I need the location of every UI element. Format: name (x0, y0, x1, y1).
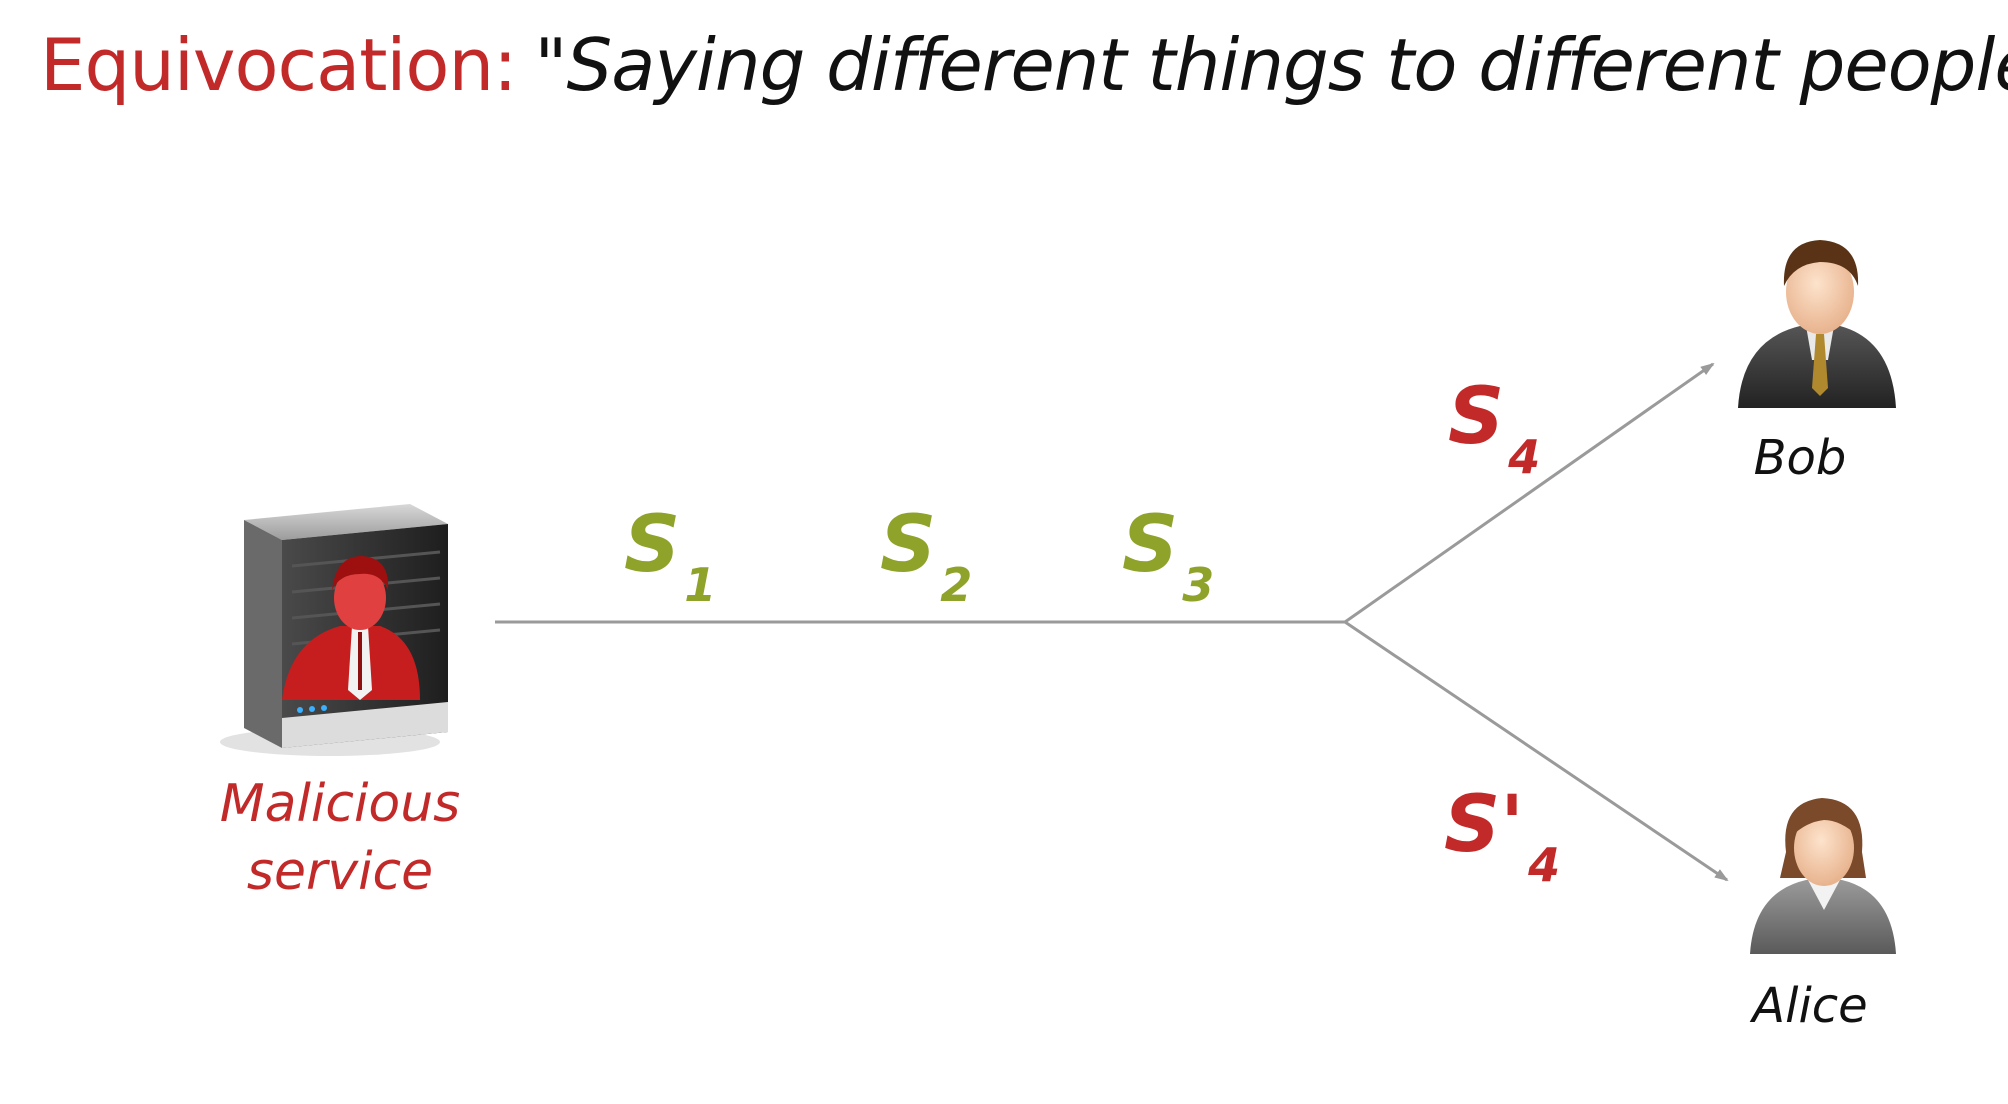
malicious-service-label-line1: Malicious (219, 774, 461, 834)
message-s4-letter: S (1448, 372, 1505, 462)
branch-to-alice-arrow (1344, 620, 1729, 882)
message-s1-letter: S (624, 500, 681, 590)
message-s3: S3 (1122, 500, 1214, 612)
message-s4-subscript: 4 (1508, 430, 1541, 484)
malicious-service-label: Malicious service (190, 770, 490, 906)
title-term: Equivocation: (40, 23, 517, 107)
malicious-server-icon (220, 504, 448, 756)
message-s2-subscript: 2 (940, 558, 973, 612)
alice-label: Alice (1752, 978, 1868, 1034)
female-user-icon (1750, 798, 1896, 954)
message-s1-subscript: 1 (684, 558, 717, 612)
message-s3-subscript: 3 (1182, 558, 1215, 612)
message-s4: S4 (1448, 372, 1540, 484)
message-s4-prime-letter: S' (1444, 780, 1525, 870)
message-s2-letter: S (880, 500, 937, 590)
malicious-service-label-line2: service (246, 842, 434, 902)
message-s2: S2 (880, 500, 972, 612)
page-title: Equivocation:"Saying different things to… (40, 22, 2008, 108)
message-s4-prime-subscript: 4 (1528, 838, 1561, 892)
male-user-icon (1738, 240, 1896, 408)
message-s4-prime: S'4 (1444, 780, 1560, 892)
title-quote: "Saying different things to different pe… (534, 23, 2008, 107)
message-s3-letter: S (1122, 500, 1179, 590)
message-s1: S1 (624, 500, 716, 612)
branch-to-bob-arrow (1344, 362, 1715, 624)
bob-label: Bob (1753, 430, 1847, 486)
